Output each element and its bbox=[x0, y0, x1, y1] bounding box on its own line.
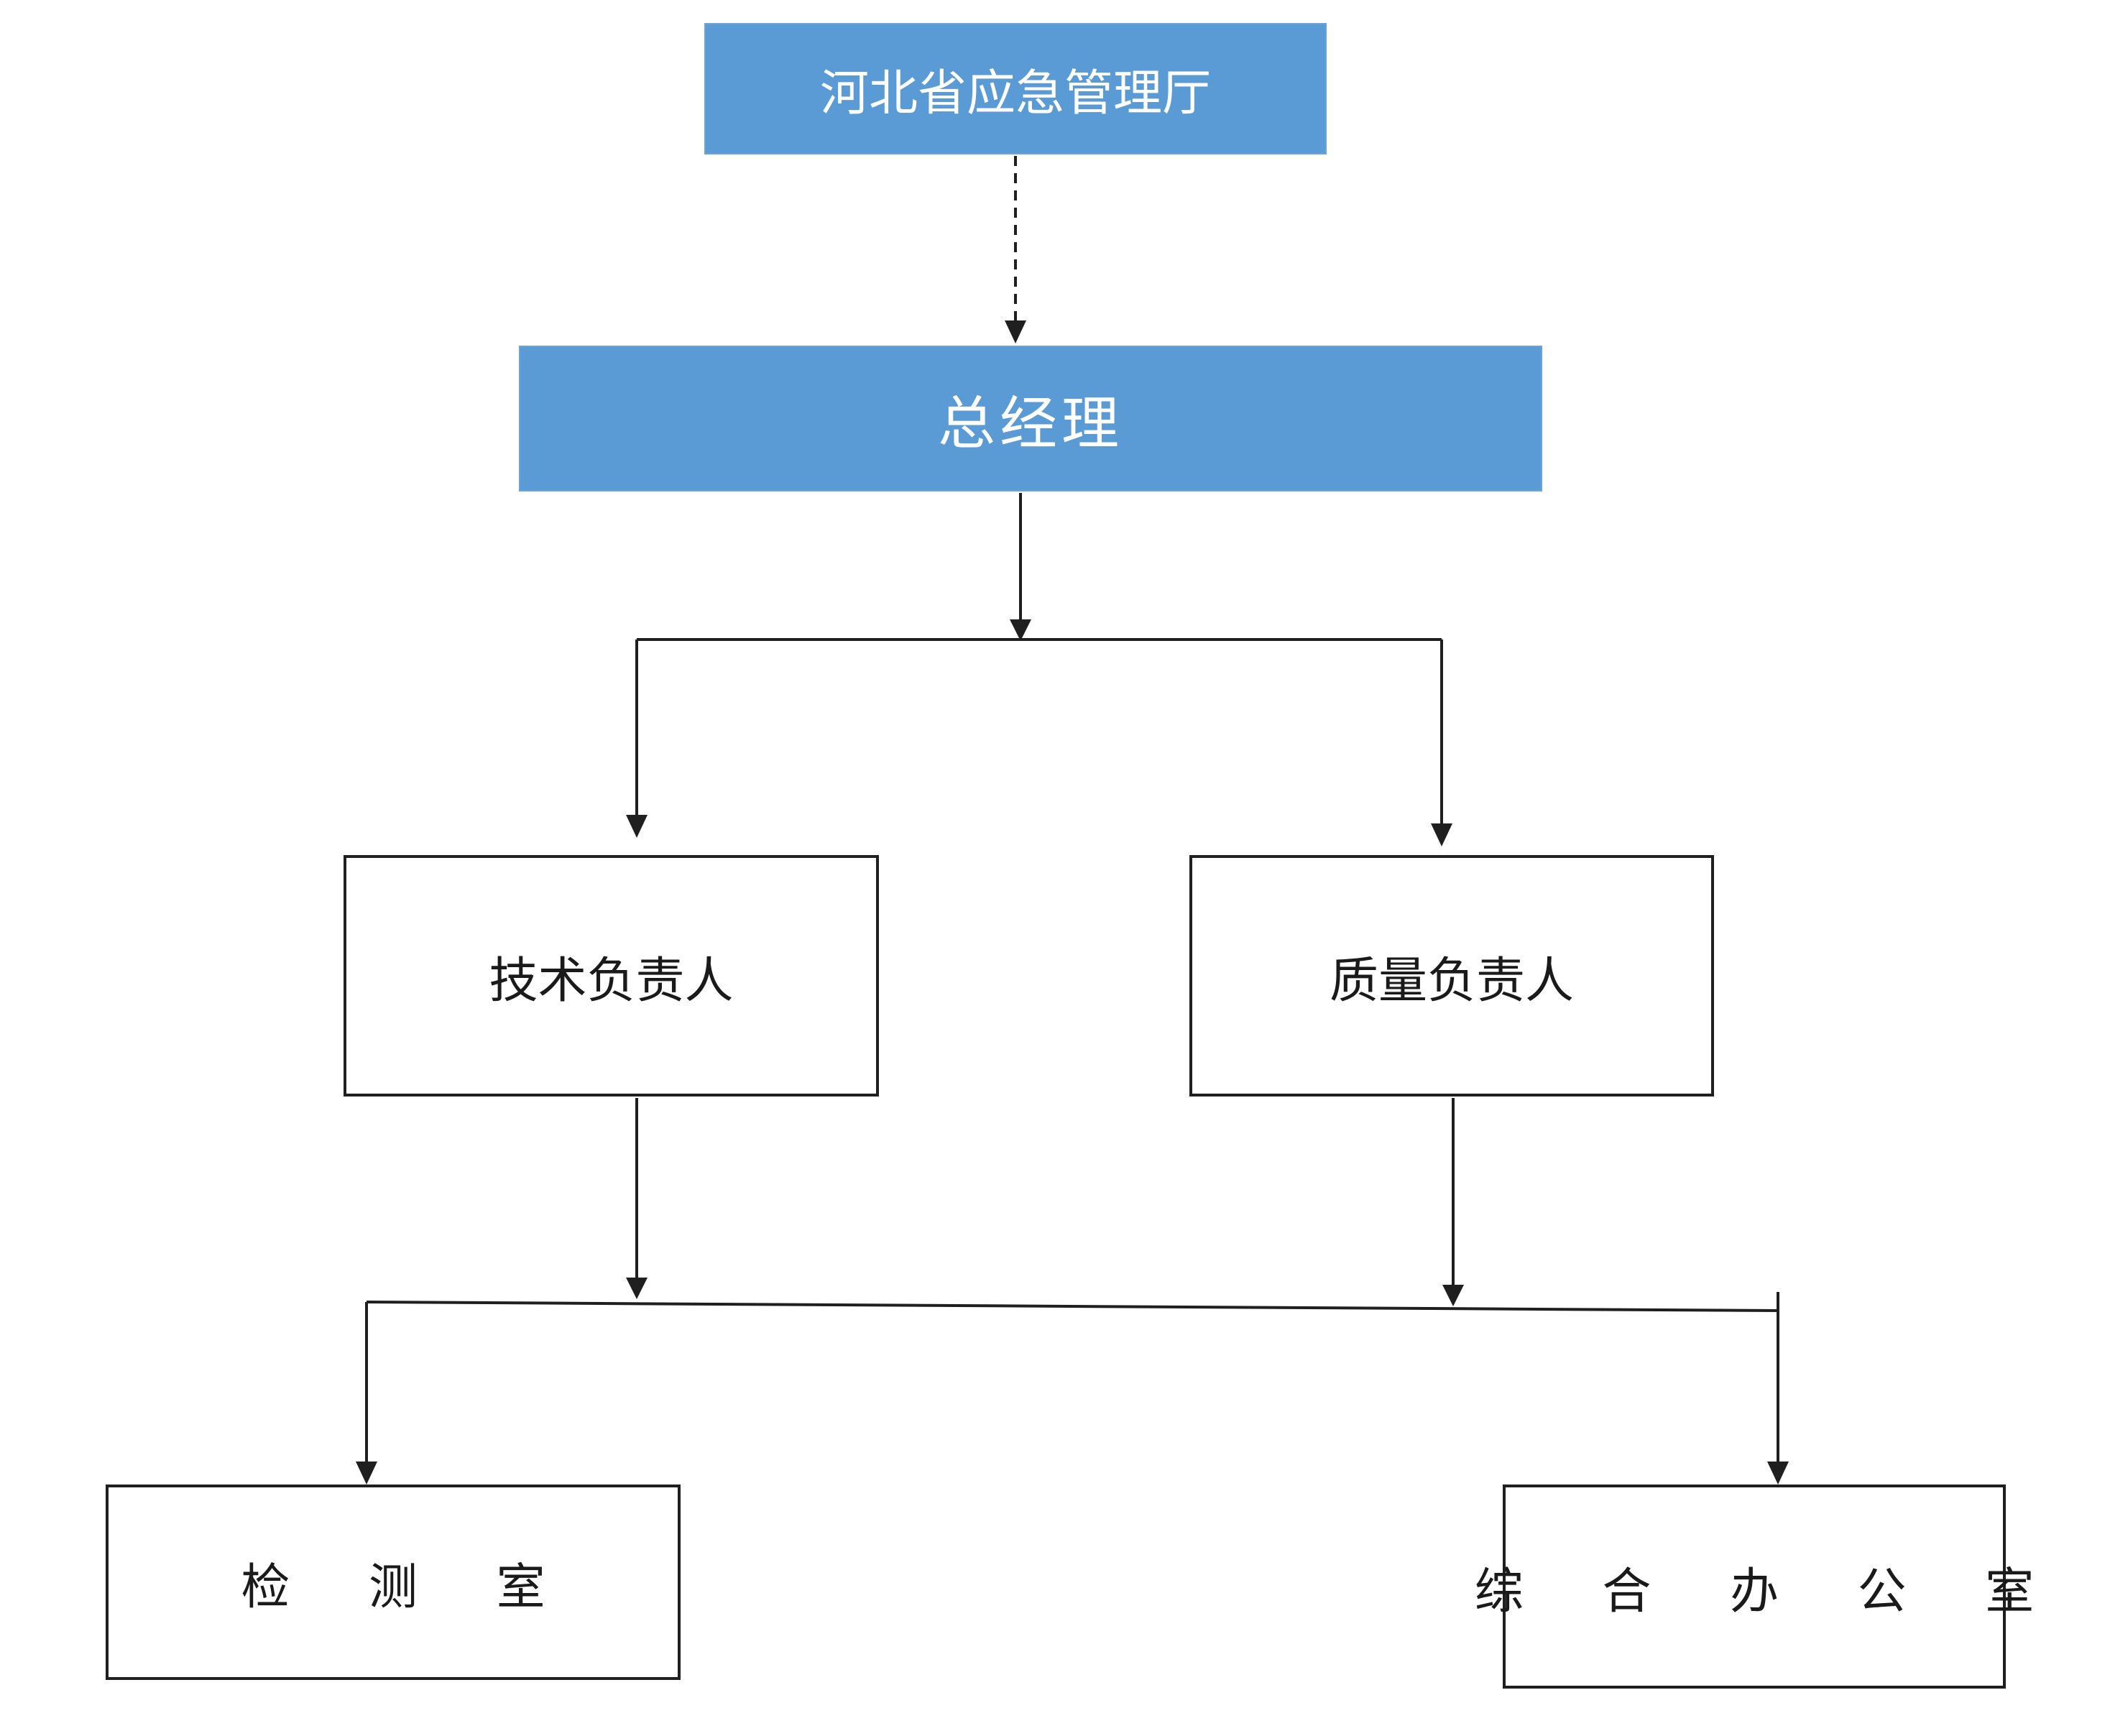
node-general-office-label: 综 合 办 公 室 bbox=[1474, 1563, 2066, 1620]
node-quality-lead: 质量负责人 bbox=[1189, 855, 1714, 1096]
node-agency-label: 河北省应急管理厅 bbox=[819, 65, 1211, 122]
arrowhead-technical-bus bbox=[626, 1278, 648, 1299]
node-quality-lead-label: 质量负责人 bbox=[1329, 952, 1574, 1010]
node-general-manager: 总经理 bbox=[519, 346, 1542, 491]
bus-level-3 bbox=[366, 1301, 1779, 1312]
node-testing-room: 检 测 室 bbox=[106, 1485, 681, 1680]
arrowhead-quality-lead bbox=[1431, 823, 1452, 846]
arrowhead-gm-junction bbox=[1010, 619, 1031, 641]
node-general-manager-label: 总经理 bbox=[938, 389, 1123, 457]
node-agency: 河北省应急管理厅 bbox=[704, 23, 1327, 154]
arrowhead-technical-lead bbox=[626, 815, 648, 838]
arrowhead-testing-room bbox=[356, 1462, 377, 1485]
arrowhead-general-office bbox=[1767, 1462, 1789, 1485]
node-technical-lead-label: 技术负责人 bbox=[489, 952, 734, 1010]
arrowhead-quality-bus bbox=[1442, 1285, 1464, 1306]
node-technical-lead: 技术负责人 bbox=[344, 855, 879, 1096]
node-testing-room-label: 检 测 室 bbox=[241, 1559, 577, 1616]
node-general-office: 综 合 办 公 室 bbox=[1475, 1485, 2034, 1689]
arrowhead-gm bbox=[1005, 320, 1026, 343]
